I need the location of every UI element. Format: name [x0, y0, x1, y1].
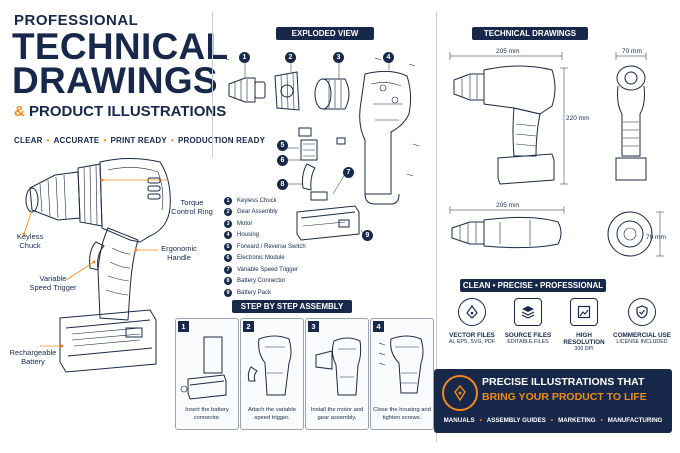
feature-source-files: SOURCE FILES EDITABLE FILES	[500, 298, 556, 345]
subtitle-text: PRODUCT ILLUSTRATIONS	[29, 103, 227, 120]
divider-vertical-left	[212, 12, 213, 157]
assembly-step-1: 1 Insert the battery connector.	[175, 318, 239, 430]
dim-top-width: 205 mm	[496, 202, 520, 209]
tag-production-ready: PRODUCTION READY	[177, 136, 266, 145]
divider-vertical	[436, 12, 437, 442]
callout-keyless-chuck: Keyless Chuck	[16, 232, 44, 250]
banner-line-2: BRING YOUR PRODUCT TO LIFE	[482, 391, 647, 403]
assembly-step-2: 2 Attach the variable speed trigger.	[240, 318, 304, 430]
part-number-5: 5	[277, 140, 288, 151]
assembly-title: STEP BY STEP ASSEMBLY	[232, 300, 352, 313]
step-2-illustration	[247, 335, 292, 396]
tagline: CLEAR•ACCURATE•PRINT READY•PRODUCTION RE…	[14, 136, 265, 145]
tag-dot: •	[170, 136, 174, 145]
tag-print-ready: PRINT READY	[110, 136, 167, 145]
assembly-step-4: 4 Close the housing and tighten screws.	[370, 318, 434, 430]
layers-icon	[514, 298, 542, 326]
cta-banner: PRECISE ILLUSTRATIONS THAT BRING YOUR PR…	[434, 369, 672, 433]
pen-nib-icon	[442, 375, 478, 411]
feature-commercial-use: COMMERCIAL USE LICENSE INCLUDED	[612, 298, 672, 345]
part-number-2: 2	[285, 52, 296, 63]
tag-clear: CLEAR	[14, 136, 43, 145]
step-caption: Close the housing and tighten screws.	[373, 407, 431, 421]
subtitle-ampersand: &	[14, 103, 25, 120]
features-title: CLEAN • PRECISE • PROFESSIONAL	[460, 279, 606, 292]
step-3-illustration	[315, 337, 362, 396]
title-line-2: DRAWINGS	[12, 60, 218, 101]
step-caption: Attach the variable speed trigger.	[247, 407, 296, 421]
dim-side-height: 220 mm	[566, 115, 590, 122]
callout-torque-ring: Torque Control Ring	[171, 198, 213, 216]
dim-side-width: 205 mm	[496, 48, 520, 55]
tag-accurate: ACCURATE	[53, 136, 100, 145]
image-icon	[570, 298, 598, 326]
callout-battery: Rechargeable Battery	[9, 348, 57, 366]
tag-dot: •	[103, 136, 107, 145]
callout-ergonomic-handle: Ergonomic Handle	[161, 244, 197, 262]
assembly-step-3: 3 Install the motor and gear assembly.	[305, 318, 369, 430]
step-4-illustration	[378, 335, 424, 394]
dim-front-width: 70 mm	[622, 48, 642, 55]
step-1-illustration	[180, 336, 227, 400]
feature-vector-files: VECTOR FILES AI, EPS, SVG, PDF	[444, 298, 500, 345]
vector-pen-icon	[458, 298, 486, 326]
part-number-4: 4	[383, 52, 394, 63]
step-number: 1	[178, 321, 189, 332]
step-number: 4	[373, 321, 384, 332]
subtitle: & PRODUCT ILLUSTRATIONS	[14, 103, 226, 120]
step-number: 2	[243, 321, 254, 332]
step-number: 3	[308, 321, 319, 332]
callout-variable-trigger: Variable Speed Trigger	[29, 274, 77, 292]
step-caption: Install the motor and gear assembly.	[310, 407, 364, 421]
technical-drawings-illustration	[449, 52, 664, 257]
banner-uses: MANUALS•ASSEMBLY GUIDES•MARKETING•MANUFA…	[443, 417, 663, 424]
technical-drawings-title: TECHNICAL DRAWINGS	[472, 27, 588, 40]
main-drill-illustration	[22, 158, 171, 373]
exploded-view-title: EXPLODED VIEW	[276, 27, 374, 40]
pre-title: PROFESSIONAL	[14, 12, 139, 29]
shield-check-icon	[628, 298, 656, 326]
title-line-1: TECHNICAL	[12, 26, 229, 67]
part-number-3: 3	[333, 52, 344, 63]
banner-line-1: PRECISE ILLUSTRATIONS THAT	[482, 376, 645, 388]
part-number-7: 7	[343, 167, 354, 178]
tag-dot: •	[46, 136, 50, 145]
part-number-6: 6	[277, 155, 288, 166]
part-number-9: 9	[362, 230, 373, 241]
part-number-8: 8	[277, 179, 288, 190]
feature-high-resolution: HIGH RESOLUTION 300 DPI	[556, 298, 612, 352]
part-number-1: 1	[239, 52, 250, 63]
page-title: TECHNICAL DRAWINGS	[12, 26, 229, 101]
dim-end-height: 70 mm	[646, 234, 666, 241]
step-caption: Insert the battery connector.	[185, 407, 229, 421]
